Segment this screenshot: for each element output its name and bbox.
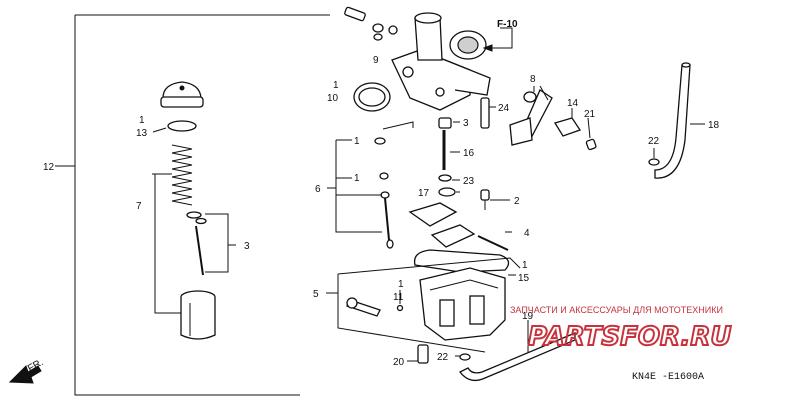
callout-7: 7 <box>136 201 142 212</box>
needle-jet-holder <box>438 117 456 197</box>
needle-clip-set <box>186 211 207 276</box>
pilot-screw-set <box>344 6 398 41</box>
callout-19: 19 <box>522 311 534 322</box>
callout-3: 3 <box>244 241 250 252</box>
float-valve <box>480 189 490 210</box>
callout-16: 16 <box>463 148 475 159</box>
callout-11: 11 <box>393 292 404 303</box>
callout-21: 21 <box>584 109 596 120</box>
callout-1: 1 <box>333 80 339 91</box>
callout-22: 22 <box>437 352 449 363</box>
front-direction-arrow <box>8 365 42 384</box>
leader-line-f10 <box>487 27 513 49</box>
callout-22: 22 <box>648 136 660 147</box>
callout-8: 8 <box>530 74 536 85</box>
bracket-5 <box>326 257 521 353</box>
callout-4: 4 <box>524 228 530 239</box>
callout-1: 1 <box>398 279 404 290</box>
callout-1: 1 <box>354 173 360 184</box>
screw-21 <box>585 117 597 151</box>
callout-12: 12 <box>43 162 55 173</box>
leaders-jets <box>450 121 460 193</box>
oring-11 <box>396 304 404 312</box>
clip-22-lower <box>455 353 471 361</box>
drain-tube-19 <box>459 332 576 382</box>
cable-adjuster-24 <box>480 97 496 129</box>
clip-22-right <box>648 148 660 166</box>
oring-upper <box>374 137 386 145</box>
leader-line-1-top <box>382 121 414 130</box>
callout-2: 2 <box>514 196 520 207</box>
drain-screw-5 <box>346 297 381 317</box>
callout-1: 1 <box>139 115 145 126</box>
watermark-subtitle: ЗАПЧАСТИ И АКСЕССУАРЫ ДЛЯ МОТОТЕХНИКИ <box>510 305 723 315</box>
throttle-lever-8 <box>509 89 553 146</box>
callout-1: 1 <box>354 136 360 147</box>
cap-gasket <box>167 120 197 132</box>
callout-14: 14 <box>567 98 579 109</box>
callout-18: 18 <box>708 120 720 131</box>
callout-20: 20 <box>393 357 405 368</box>
vent-hose-end <box>681 62 691 68</box>
carb-top-cap <box>160 81 204 108</box>
callout-17: 17 <box>418 188 430 199</box>
oring-middle <box>379 172 389 180</box>
float-chamber-bowl <box>419 267 506 341</box>
callout-10: 10 <box>327 93 339 104</box>
watermark-logo: PARTSFOR.RU <box>528 322 731 352</box>
callout-23: 23 <box>463 176 475 187</box>
cable-bracket-14 <box>554 108 582 137</box>
gasket-10 <box>353 82 391 112</box>
throttle-slide <box>180 290 216 340</box>
carb-body-upper <box>391 12 491 111</box>
front-direction-label: FR. <box>26 357 45 375</box>
bracket-3-left <box>205 213 236 273</box>
callout-3: 3 <box>463 118 469 129</box>
section-reference: F-10 <box>497 19 518 30</box>
callout-15: 15 <box>518 273 530 284</box>
callout-24: 24 <box>498 103 510 114</box>
leader-line-8 <box>533 85 549 101</box>
vent-hose-18 <box>654 64 691 179</box>
assembly-boundary-line <box>74 14 330 396</box>
jet-needle-6 <box>380 191 394 249</box>
callout-1: 1 <box>522 260 528 271</box>
callout-5: 5 <box>313 289 319 300</box>
arrow-f10 <box>482 44 493 52</box>
bracket-6 <box>327 139 382 233</box>
diagram-code: KN4E -E1600A <box>632 372 704 383</box>
float-chamber-gasket <box>413 249 510 273</box>
callout-13: 13 <box>136 128 148 139</box>
throttle-spring <box>171 144 193 206</box>
callout-9: 9 <box>373 55 379 66</box>
callout-6: 6 <box>315 184 321 195</box>
bracket-7 <box>152 173 181 314</box>
float <box>408 202 509 251</box>
drain-bolt-20 <box>407 344 429 364</box>
leader-line-13 <box>152 127 167 133</box>
